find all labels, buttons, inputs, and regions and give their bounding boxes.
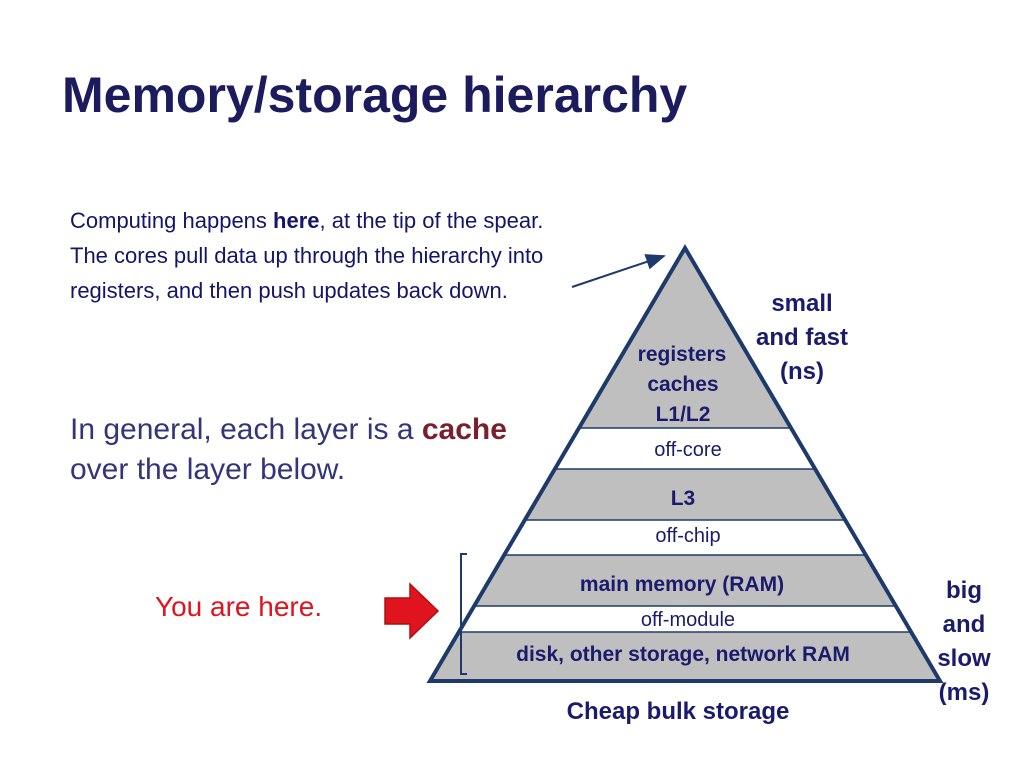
small-fast-line: and fast: [755, 324, 848, 351]
cache-statement: In general, each layer is a cache over t…: [70, 410, 530, 490]
cache-statement-after: over the layer below.: [70, 453, 346, 486]
intro-text-before: Computing happens: [70, 208, 274, 233]
big-slow-line: slow: [937, 645, 991, 672]
tip-pointer-arrow: [571, 254, 666, 288]
layer-label-caches: caches: [647, 373, 718, 396]
small-fast-line: (ns): [780, 358, 824, 385]
layer-label-main-memory: main memory (RAM): [580, 573, 784, 596]
small-fast-line: small: [771, 290, 833, 317]
cache-statement-before: In general, each layer is a: [70, 413, 422, 446]
intro-text-after: , at the tip of the spear. The cores pul…: [70, 208, 544, 303]
layer-label-registers: registers: [638, 343, 727, 366]
slide-title: Memory/storage hierarchy: [62, 67, 688, 123]
you-are-here-arrow-icon: [384, 582, 440, 640]
lower-layers-bracket: [460, 553, 467, 675]
big-slow-line: and: [942, 611, 986, 638]
layer-label-l3: L3: [671, 487, 696, 510]
big-slow-line: (ms): [938, 679, 990, 706]
big-slow-label: big and slow (ms): [926, 574, 1002, 710]
cache-keyword: cache: [421, 413, 507, 446]
you-are-here-label: You are here.: [155, 591, 323, 622]
layer-label-off-core: off-core: [654, 439, 721, 461]
band-main-memory: [430, 555, 940, 606]
big-slow-line: big: [946, 577, 982, 604]
bulk-storage-label: Cheap bulk storage: [566, 698, 790, 725]
layer-label-disk: disk, other storage, network RAM: [516, 643, 850, 666]
band-off-module: [430, 606, 940, 632]
intro-emphasis: here: [273, 208, 320, 233]
layer-label-l1l2: L1/L2: [656, 403, 711, 426]
band-disk: [430, 632, 940, 681]
band-registers: [430, 248, 940, 428]
layer-label-off-chip: off-chip: [655, 525, 720, 547]
intro-paragraph: Computing happens here, at the tip of th…: [70, 203, 570, 308]
layer-label-off-module: off-module: [641, 609, 735, 631]
small-fast-label: small and fast (ns): [742, 287, 862, 389]
pyramid-outline: [426, 244, 944, 683]
